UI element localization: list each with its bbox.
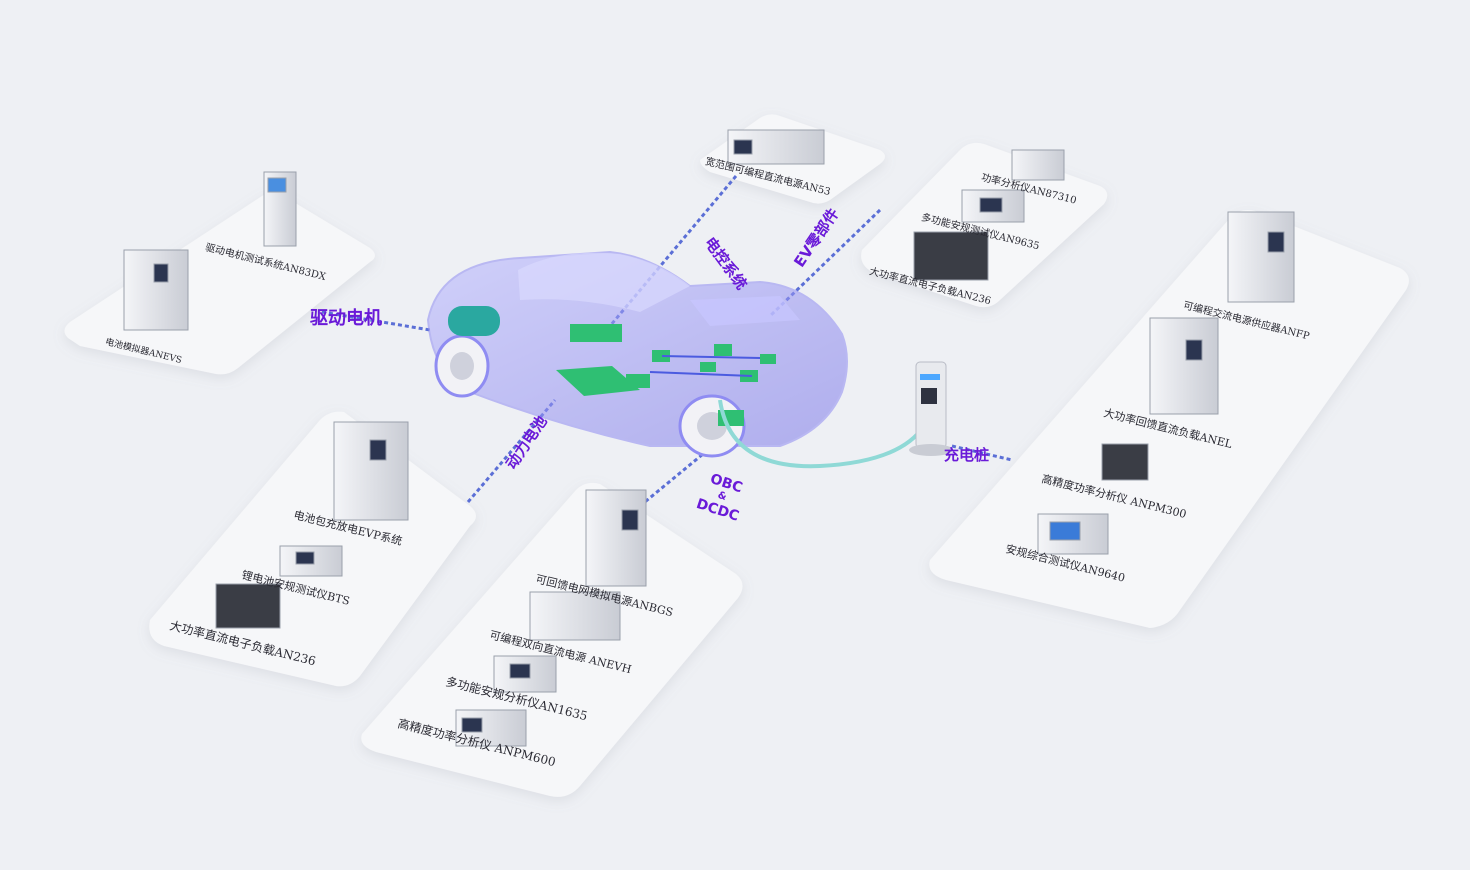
- system-label-drive-motor: 驱动电机: [310, 308, 382, 329]
- car-illustration: [426, 250, 848, 458]
- equipment-graphics: [123, 129, 1295, 747]
- charging-pile: [718, 361, 953, 469]
- system-label-charging-pile: 充电桩: [944, 446, 990, 464]
